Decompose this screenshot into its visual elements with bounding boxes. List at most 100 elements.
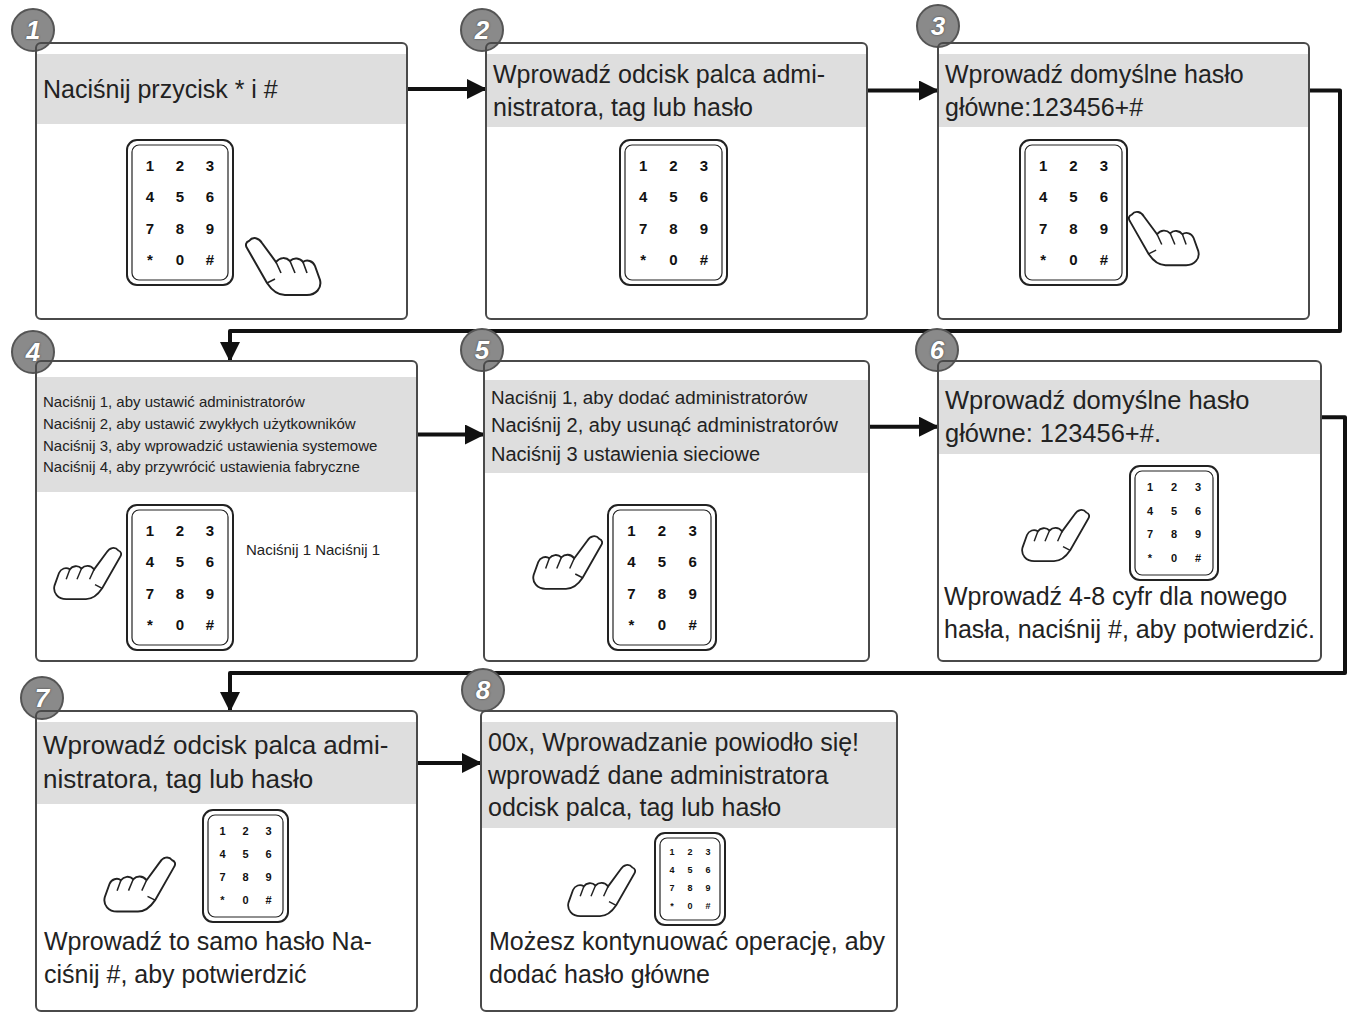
key-label: 7 — [1028, 213, 1058, 244]
step-panel: Wprowadź odcisk palca admi-nistratora, t… — [485, 42, 868, 320]
key-label: 3 — [1186, 476, 1210, 500]
body-text-box: Naciśnij 1 Naciśnij 1 — [246, 540, 414, 560]
hand — [1129, 212, 1199, 265]
step-heading: Naciśnij 1, aby ustawić administratorów — [43, 391, 410, 413]
key-label: 5 — [681, 861, 699, 879]
flow-arrow — [870, 425, 937, 429]
step-heading: Naciśnij 3, aby wprowadzić ustawienia sy… — [43, 435, 410, 457]
key-label: 1 — [628, 150, 658, 181]
flow-arrow — [868, 89, 937, 93]
step-number-text: 8 — [476, 677, 490, 703]
key-label: 5 — [165, 546, 195, 577]
key-label: # — [195, 609, 225, 640]
hand — [568, 865, 635, 916]
key-label: * — [628, 244, 658, 275]
key-label: 9 — [195, 578, 225, 609]
key-label: # — [689, 244, 719, 275]
step-heading: Wprowadź domyślne hasło główne: 123456+#… — [945, 384, 1314, 450]
key-label: 3 — [195, 150, 225, 181]
keypad — [1020, 140, 1127, 285]
key-label: 9 — [1089, 213, 1119, 244]
keypad-keys: 123456789*0# — [135, 515, 225, 640]
step-panel: Naciśnij przycisk * i # — [35, 42, 408, 320]
body-text-box: Możesz kontynuować operację, aby dodać h… — [489, 925, 891, 990]
keypad-keys: 123456789*0# — [628, 150, 719, 275]
step-number-text: 3 — [931, 13, 945, 39]
key-label: * — [616, 609, 647, 640]
key-label: 4 — [211, 843, 234, 866]
hand — [1022, 510, 1089, 561]
key-label: 7 — [616, 578, 647, 609]
step-text: Możesz kontynuować operację, aby dodać h… — [489, 925, 891, 990]
key-label: 2 — [647, 515, 678, 546]
key-label: 3 — [195, 515, 225, 546]
key-label: 6 — [195, 546, 225, 577]
key-label: 2 — [1162, 476, 1186, 500]
step-heading: Wprowadź domyślne hasło główne:123456+# — [945, 58, 1302, 123]
step-panel: Naciśnij 1, aby dodać administratorówNac… — [483, 360, 870, 662]
keypad-inner — [660, 838, 720, 920]
keypad-inner — [1135, 471, 1213, 575]
step-text: Wprowadź to samo hasło Na-ciśnij #, aby … — [44, 925, 412, 990]
key-label: 4 — [135, 181, 165, 212]
keypad-keys: 123456789*0# — [1138, 476, 1210, 570]
step-number: 5 — [460, 328, 504, 372]
key-label: * — [1028, 244, 1058, 275]
key-label: * — [211, 889, 234, 912]
step-heading: Naciśnij 4, aby przywrócić ustawienia fa… — [43, 456, 410, 478]
flow-arrow — [408, 87, 485, 91]
key-label: 2 — [165, 515, 195, 546]
step-number: 1 — [11, 8, 55, 52]
keypad — [203, 810, 288, 922]
key-label: 6 — [195, 181, 225, 212]
keypad — [608, 505, 716, 650]
key-label: # — [699, 897, 717, 915]
step-heading: 00x, Wprowadzanie powiodło się! wprowadź… — [488, 726, 890, 824]
step-text: Wprowadź 4-8 cyfr dla nowego hasła, naci… — [944, 580, 1316, 645]
key-label: 8 — [1058, 213, 1088, 244]
step-number: 8 — [461, 668, 505, 712]
key-label: 3 — [699, 843, 717, 861]
key-label: 4 — [1138, 500, 1162, 524]
key-label: 0 — [234, 889, 257, 912]
header-band: Naciśnij 1, aby ustawić administratorówN… — [37, 377, 416, 492]
key-label: 9 — [699, 879, 717, 897]
keypad-inner — [625, 145, 722, 280]
key-label: # — [195, 244, 225, 275]
step-number-text: 7 — [35, 685, 49, 711]
step-heading: Naciśnij 1, aby dodać administratorów — [491, 384, 862, 411]
step-panel: Naciśnij 1, aby ustawić administratorówN… — [35, 360, 418, 662]
body-text-box: Wprowadź 4-8 cyfr dla nowego hasła, naci… — [944, 580, 1316, 645]
key-label: 1 — [1028, 150, 1058, 181]
key-label: 9 — [677, 578, 708, 609]
key-label: 2 — [681, 843, 699, 861]
step-panel: Wprowadź domyślne hasło główne:123456+# — [937, 42, 1310, 320]
key-label: 8 — [165, 578, 195, 609]
key-label: 1 — [616, 515, 647, 546]
step-number-text: 1 — [26, 17, 40, 43]
key-label: 8 — [1162, 523, 1186, 547]
keypad-keys: 123456789*0# — [211, 820, 280, 912]
keypad-keys: 123456789*0# — [1028, 150, 1119, 275]
step-number: 7 — [20, 676, 64, 720]
hand — [533, 536, 602, 589]
key-label: 5 — [234, 843, 257, 866]
header-band: Wprowadź domyślne hasło główne: 123456+#… — [939, 380, 1320, 454]
key-label: 8 — [234, 866, 257, 889]
keypad — [1130, 466, 1218, 580]
key-label: * — [135, 609, 165, 640]
keypad-keys: 123456789*0# — [663, 843, 717, 915]
key-label: 6 — [699, 861, 717, 879]
body-text-box: Wprowadź to samo hasło Na-ciśnij #, aby … — [44, 925, 412, 990]
keypad-inner — [132, 510, 228, 645]
keypad — [127, 140, 233, 285]
key-label: 1 — [135, 515, 165, 546]
keypad-keys: 123456789*0# — [135, 150, 225, 275]
step-panel: Wprowadź odcisk palca admi-nistratora, t… — [35, 710, 418, 1012]
key-label: 7 — [1138, 523, 1162, 547]
step-heading: Wprowadź odcisk palca admi-nistratora, t… — [43, 729, 410, 797]
key-label: 3 — [689, 150, 719, 181]
key-label: 0 — [165, 244, 195, 275]
